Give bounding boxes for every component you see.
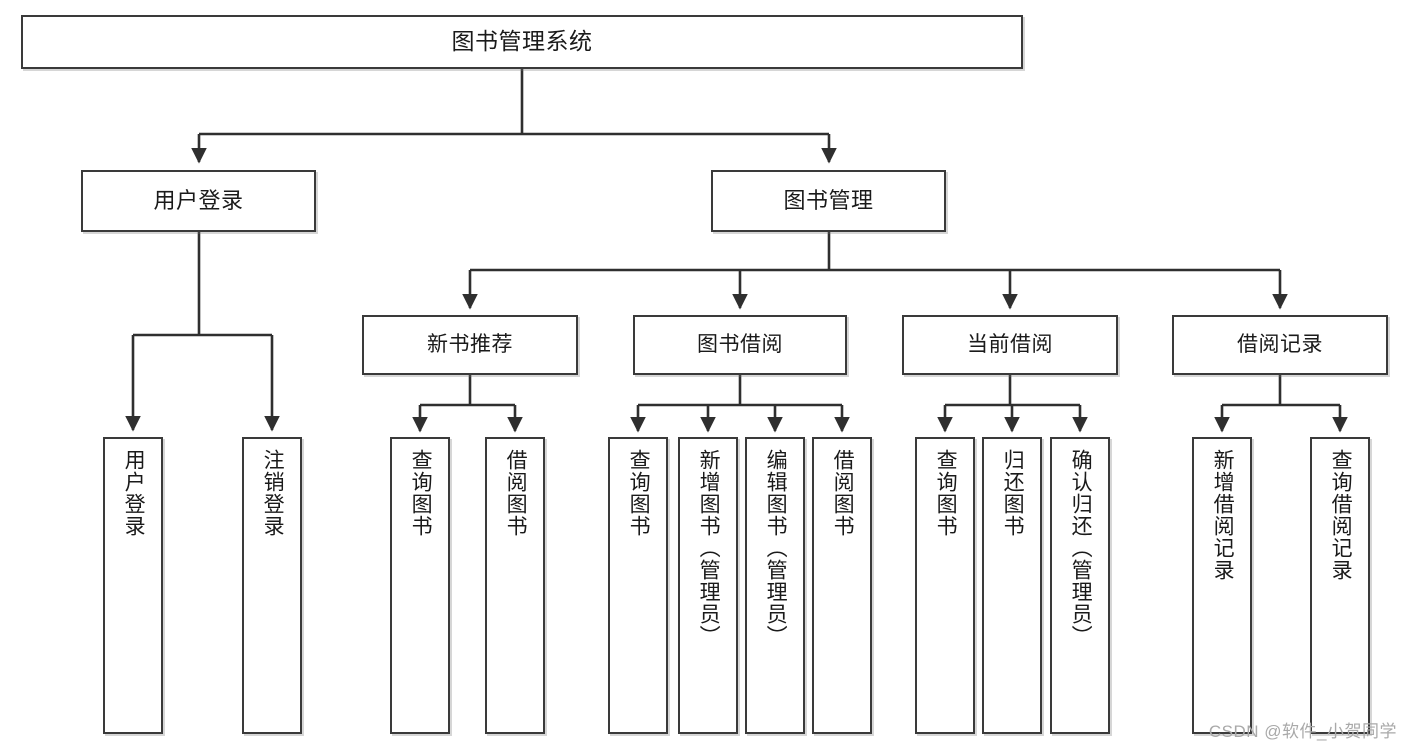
node-label: 图书管理 xyxy=(783,187,874,213)
leaf-return-book[interactable]: 归还图书 xyxy=(982,437,1042,734)
node-label: 图书管理系统 xyxy=(451,28,593,55)
node-label: 借阅图书 xyxy=(504,449,528,537)
node-label: 归还图书 xyxy=(1001,449,1025,537)
node-book-borrow[interactable]: 图书借阅 xyxy=(633,315,847,375)
leaf-query-book-borrow[interactable]: 查询图书 xyxy=(608,437,668,734)
leaf-query-book-current[interactable]: 查询图书 xyxy=(915,437,975,734)
node-label: 查询借阅记录 xyxy=(1329,449,1353,581)
node-label: 用户登录 xyxy=(122,449,146,537)
node-label: 编辑图书（管理员） xyxy=(764,449,788,647)
node-label: 确认归还（管理员） xyxy=(1069,449,1093,647)
node-label: 查询图书 xyxy=(934,449,958,537)
node-label: 新增借阅记录 xyxy=(1211,449,1235,581)
node-label: 注销登录 xyxy=(261,449,285,537)
node-label: 借阅记录 xyxy=(1237,333,1323,357)
node-label: 新书推荐 xyxy=(427,333,513,357)
node-label: 当前借阅 xyxy=(967,333,1053,357)
csdn-watermark: CSDN @软件_小贺同学 xyxy=(1208,722,1397,741)
node-label: 图书借阅 xyxy=(697,333,783,357)
node-label: 查询图书 xyxy=(627,449,651,537)
leaf-borrow-book-recommend[interactable]: 借阅图书 xyxy=(485,437,545,734)
node-label: 查询图书 xyxy=(409,449,433,537)
leaf-add-book-admin[interactable]: 新增图书（管理员） xyxy=(678,437,738,734)
node-borrow-record[interactable]: 借阅记录 xyxy=(1172,315,1388,375)
node-label: 借阅图书 xyxy=(831,449,855,537)
leaf-add-borrow-record[interactable]: 新增借阅记录 xyxy=(1192,437,1252,734)
leaf-user-login[interactable]: 用户登录 xyxy=(103,437,163,734)
leaf-query-book-recommend[interactable]: 查询图书 xyxy=(390,437,450,734)
node-current-borrow[interactable]: 当前借阅 xyxy=(902,315,1118,375)
leaf-confirm-return-admin[interactable]: 确认归还（管理员） xyxy=(1050,437,1110,734)
node-book-management[interactable]: 图书管理 xyxy=(711,170,946,232)
leaf-logout[interactable]: 注销登录 xyxy=(242,437,302,734)
leaf-query-borrow-record[interactable]: 查询借阅记录 xyxy=(1310,437,1370,734)
leaf-edit-book-admin[interactable]: 编辑图书（管理员） xyxy=(745,437,805,734)
node-label: 用户登录 xyxy=(153,187,244,213)
leaf-borrow-book[interactable]: 借阅图书 xyxy=(812,437,872,734)
node-new-book-recommend[interactable]: 新书推荐 xyxy=(362,315,578,375)
node-user-login[interactable]: 用户登录 xyxy=(81,170,316,232)
node-label: 新增图书（管理员） xyxy=(697,449,721,647)
node-root-system[interactable]: 图书管理系统 xyxy=(21,15,1023,69)
